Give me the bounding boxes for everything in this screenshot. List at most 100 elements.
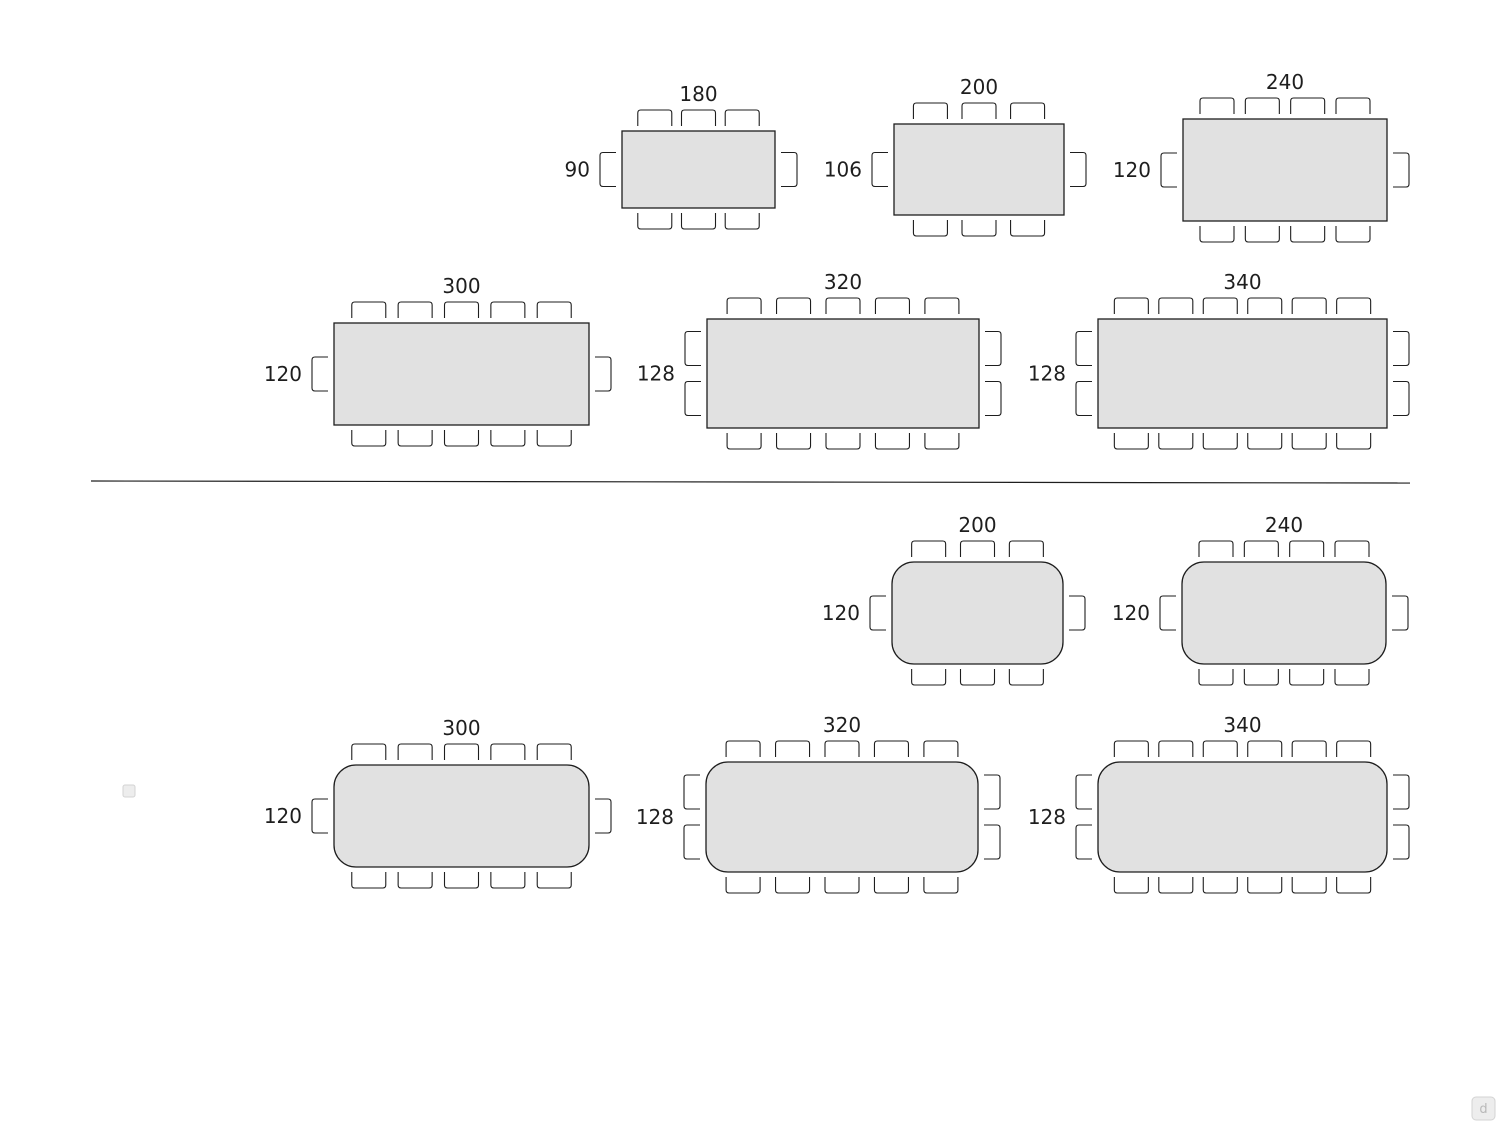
chair-bottom-1 <box>680 213 717 230</box>
depth-label: 120 <box>264 804 302 828</box>
chair-bottom-1 <box>774 877 811 894</box>
chair-right-0 <box>1069 595 1086 631</box>
chair-bottom-1 <box>961 220 997 237</box>
width-label: 300 <box>442 274 480 298</box>
chair-left-0 <box>1159 595 1176 631</box>
chair-bottom-5 <box>1336 877 1372 894</box>
table-top <box>891 561 1064 665</box>
chair-bottom-1 <box>1158 433 1194 450</box>
chair-bottom-2 <box>1290 226 1326 243</box>
watermark-logo-glyph: d <box>1479 1102 1487 1117</box>
chair-right-1 <box>1393 824 1410 860</box>
chair-bottom-0 <box>912 220 948 237</box>
chair-bottom-2 <box>825 433 861 450</box>
chair-top-4 <box>536 743 572 760</box>
table-rectangular-corners-300x120: 300 120 <box>264 274 612 447</box>
table-rectangular-corners-320x128: 320 128 <box>637 270 1002 450</box>
chair-bottom-3 <box>1335 226 1371 243</box>
watermark-logo: d <box>1471 1096 1496 1121</box>
chair-bottom-1 <box>397 872 433 889</box>
chair-top-0 <box>637 109 673 126</box>
chair-left-1 <box>1075 380 1092 417</box>
table-rounded-corners-300x120: 300 120 <box>264 716 612 889</box>
chair-bottom-2 <box>1202 433 1238 450</box>
chair-bottom-4 <box>923 877 959 894</box>
chair-top-2 <box>824 740 860 757</box>
chair-top-2 <box>443 301 480 318</box>
chair-top-0 <box>1198 540 1234 557</box>
width-label: 320 <box>824 270 862 294</box>
table-top <box>333 764 590 868</box>
chair-bottom-2 <box>443 430 480 447</box>
chair-bottom-0 <box>351 430 387 447</box>
chair-left-0 <box>599 151 616 188</box>
table-top <box>706 318 980 429</box>
chair-right-1 <box>984 824 1001 860</box>
chair-top-4 <box>1291 297 1327 314</box>
chair-top-2 <box>443 743 480 760</box>
chair-left-1 <box>684 380 701 417</box>
width-label: 200 <box>960 75 998 99</box>
chair-left-1 <box>1075 824 1092 860</box>
chair-bottom-4 <box>924 433 960 450</box>
chair-bottom-2 <box>443 872 480 889</box>
chair-top-3 <box>873 740 910 757</box>
chair-right-0 <box>1392 595 1409 631</box>
chair-top-1 <box>961 102 997 119</box>
chair-right-0 <box>595 356 612 392</box>
chair-bottom-0 <box>725 877 761 894</box>
chair-bottom-1 <box>1243 669 1279 686</box>
chair-left-0 <box>683 774 700 810</box>
chair-bottom-3 <box>490 430 526 447</box>
width-label: 300 <box>442 716 480 740</box>
width-label: 180 <box>679 82 717 106</box>
depth-label: 120 <box>822 601 860 625</box>
chair-top-3 <box>490 743 526 760</box>
depth-label: 120 <box>264 362 302 386</box>
table-top <box>1097 318 1388 429</box>
chair-bottom-3 <box>1247 877 1283 894</box>
chair-top-0 <box>1199 97 1235 114</box>
chair-top-2 <box>1290 97 1326 114</box>
chair-bottom-3 <box>873 877 910 894</box>
chair-bottom-0 <box>1199 226 1235 243</box>
width-label: 240 <box>1266 70 1304 94</box>
chair-bottom-3 <box>874 433 911 450</box>
chair-right-0 <box>781 151 798 188</box>
chair-top-0 <box>1113 297 1149 314</box>
chair-bottom-4 <box>536 872 572 889</box>
table-top <box>1097 761 1388 873</box>
chair-top-1 <box>1158 297 1194 314</box>
chair-bottom-5 <box>1336 433 1372 450</box>
chair-left-0 <box>684 330 701 367</box>
chair-top-0 <box>912 102 948 119</box>
chair-right-0 <box>984 774 1001 810</box>
chair-left-0 <box>311 356 328 392</box>
chair-bottom-4 <box>1291 877 1327 894</box>
chair-top-2 <box>1008 540 1044 557</box>
chair-right-0 <box>1393 330 1410 367</box>
depth-label: 106 <box>824 158 862 182</box>
chair-top-1 <box>774 740 811 757</box>
chair-top-2 <box>1010 102 1046 119</box>
table-top <box>705 761 979 873</box>
depth-label: 128 <box>637 362 675 386</box>
chair-bottom-2 <box>724 213 760 230</box>
chair-top-4 <box>536 301 572 318</box>
chair-left-1 <box>683 824 700 860</box>
chair-top-3 <box>874 297 911 314</box>
chair-top-2 <box>825 297 861 314</box>
chair-top-1 <box>1243 540 1279 557</box>
depth-label: 128 <box>1028 805 1066 829</box>
chair-top-2 <box>1202 740 1238 757</box>
chair-bottom-2 <box>1008 669 1044 686</box>
chair-top-4 <box>1291 740 1327 757</box>
chair-bottom-1 <box>775 433 812 450</box>
